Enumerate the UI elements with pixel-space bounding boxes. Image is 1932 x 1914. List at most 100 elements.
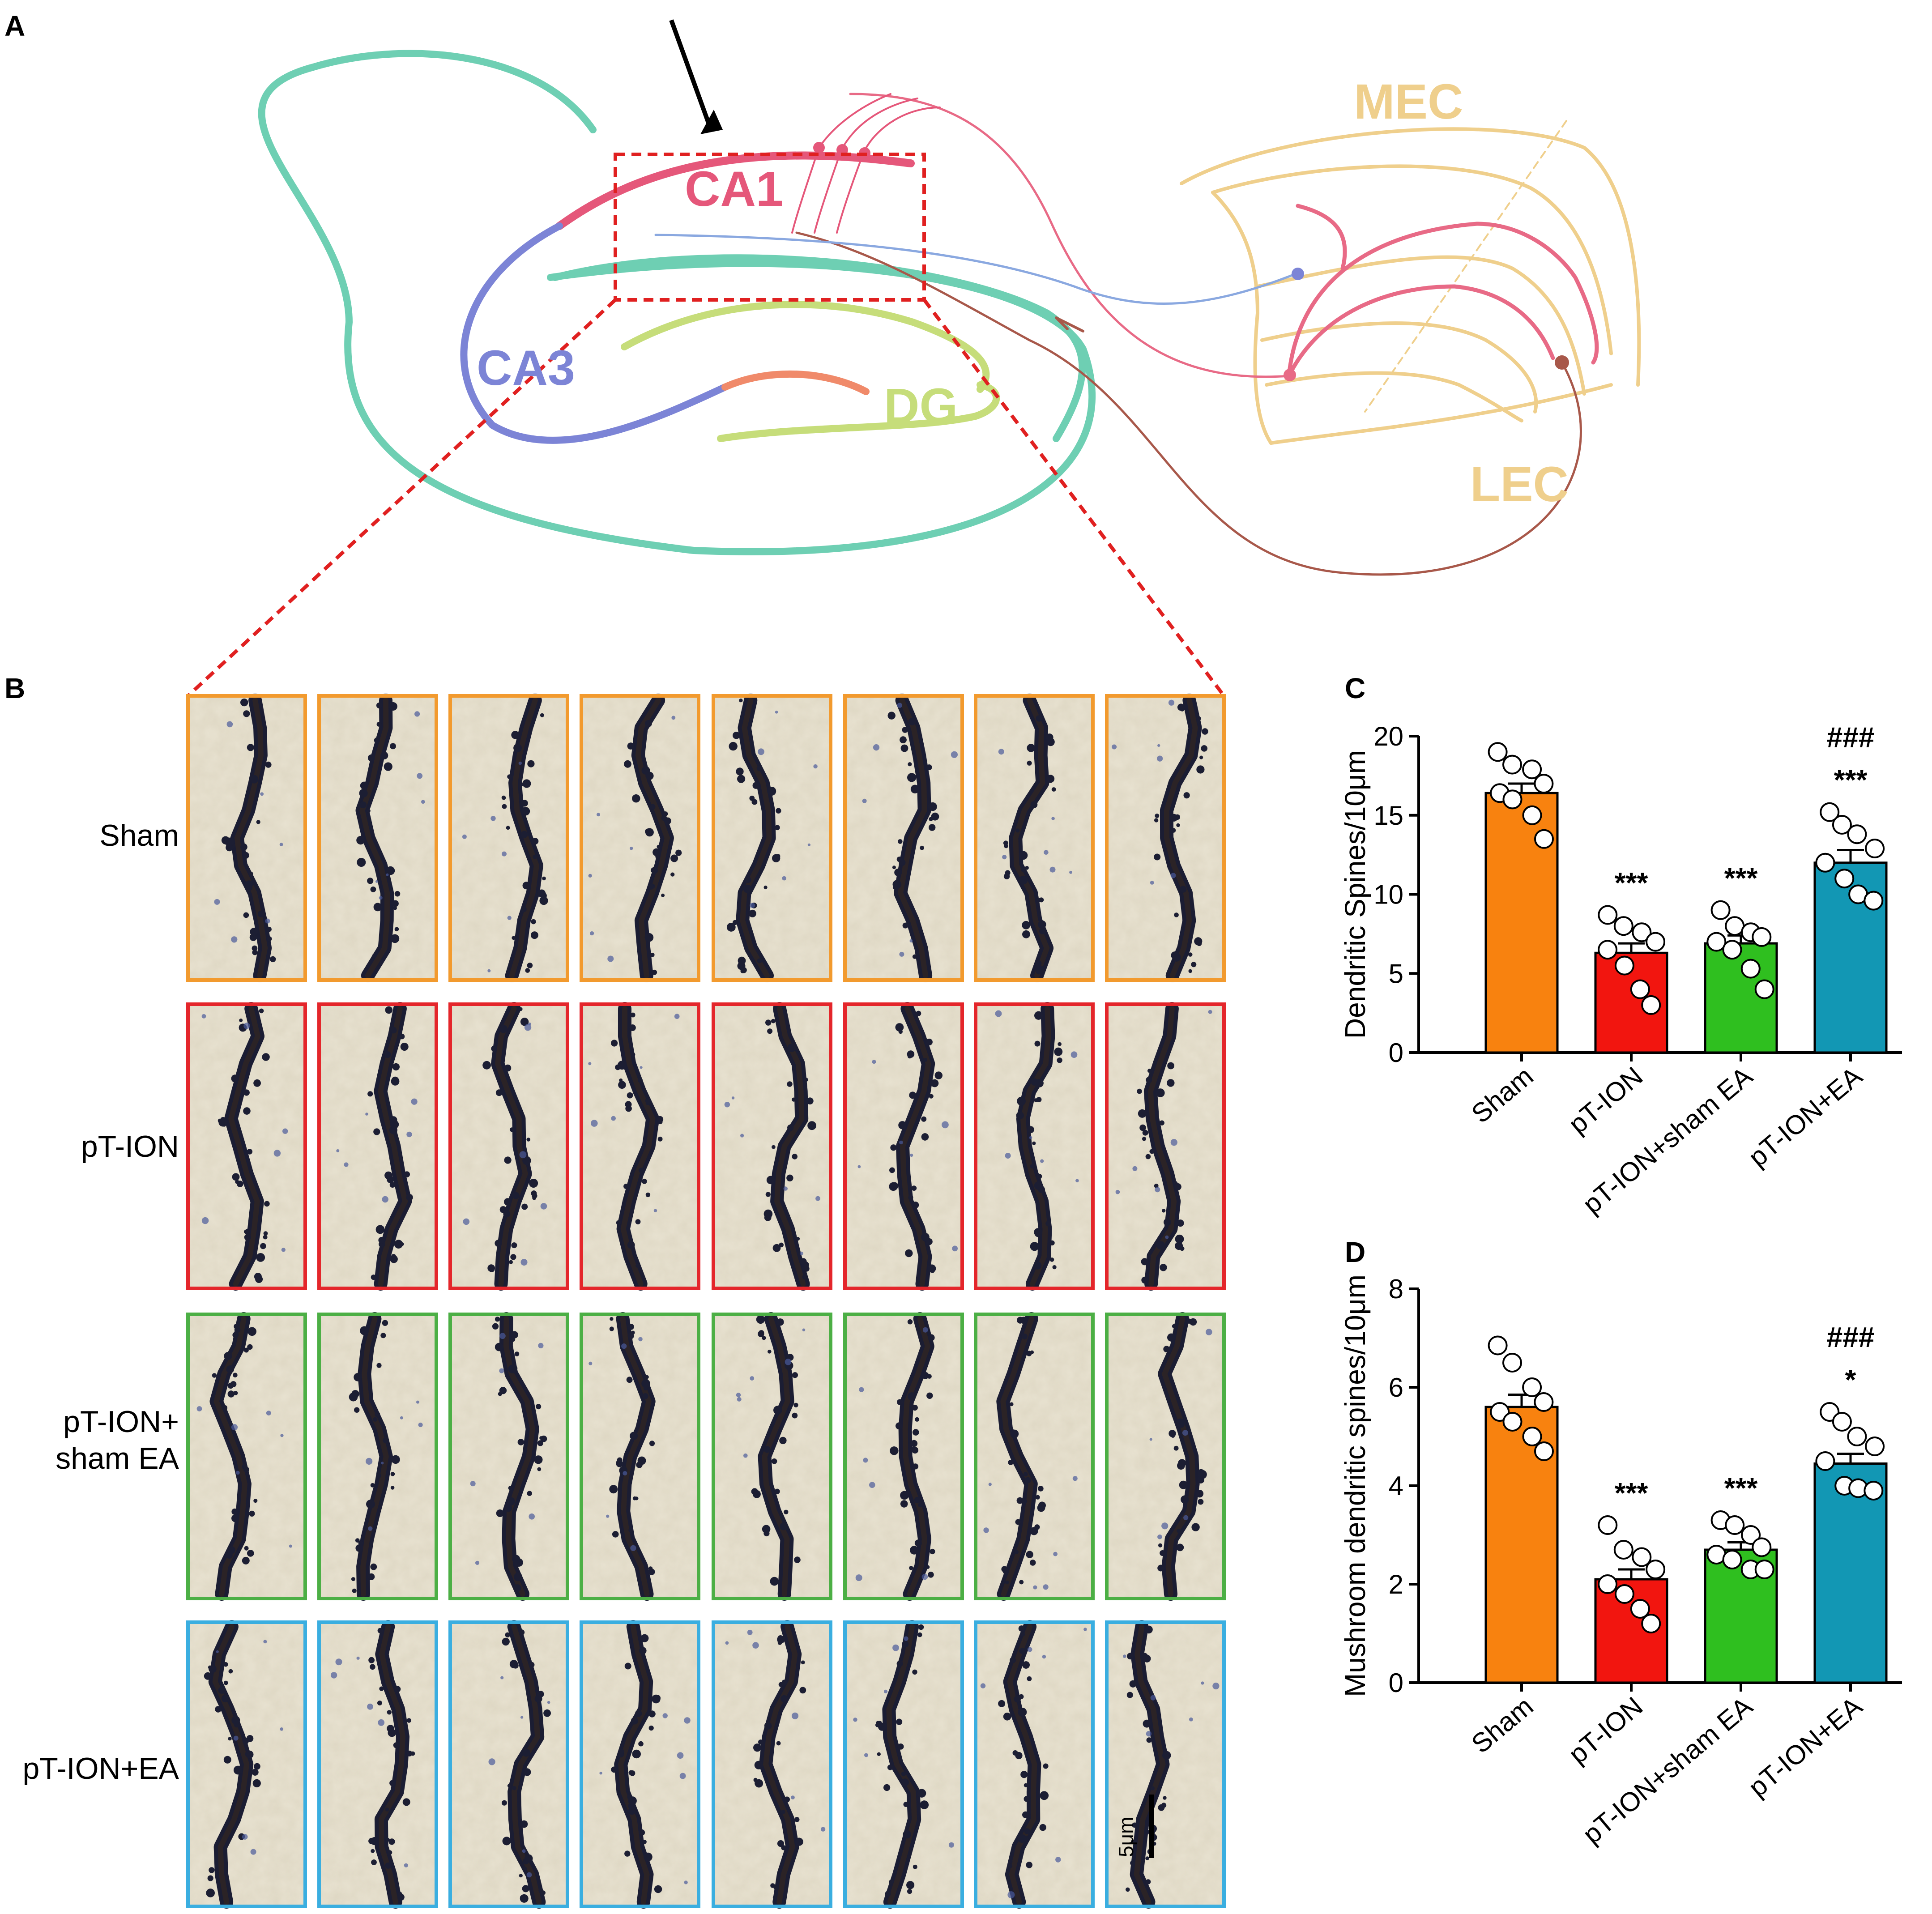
dg-tip-line (721, 370, 870, 395)
entorhinal-cortex-outline (1180, 120, 1641, 445)
micrograph-tile-border (580, 1002, 700, 1290)
y-tick-label: 0 (1389, 1668, 1403, 1698)
micrograph-tile (712, 1620, 832, 1909)
micrograph-tile-border (186, 1002, 307, 1290)
data-point (1522, 1377, 1542, 1397)
panel-letter-b: B (4, 672, 25, 704)
data-point (1740, 959, 1761, 979)
micrograph-row-label: pT-ION+EA (22, 1752, 179, 1786)
data-point (1820, 802, 1840, 822)
data-point (1865, 1437, 1885, 1456)
panel-letter-c: C (1345, 672, 1365, 704)
micrograph-tile-border (186, 1313, 307, 1600)
micrograph-tile-border (974, 694, 1095, 982)
data-point (1832, 815, 1852, 835)
y-tick-label: 5 (1389, 959, 1403, 989)
micrograph-tile-border (974, 1002, 1095, 1290)
hippocampus-diagram (258, 50, 1641, 576)
micrograph-tile (448, 1002, 569, 1291)
micrograph-tile-border (843, 694, 964, 982)
micrograph-tile (186, 1002, 307, 1291)
y-tick-label: 0 (1389, 1038, 1403, 1068)
micrograph-tile-border (1105, 1002, 1226, 1290)
data-point (1630, 1599, 1650, 1619)
data-point (1613, 1540, 1633, 1560)
data-point (1502, 755, 1522, 775)
micrograph-tile (448, 694, 569, 982)
micrograph-tile-border (317, 1002, 438, 1290)
micrograph-tile (712, 694, 832, 982)
micrograph-tile (317, 694, 438, 982)
panel-letter-d: D (1345, 1236, 1365, 1268)
x-category-label: pT-ION+EA (1743, 1061, 1868, 1173)
ca1-dendrite-arbors (791, 93, 941, 234)
fiber-direction-arrow (1055, 316, 1084, 332)
data-point (1502, 789, 1523, 810)
data-point (1488, 742, 1508, 762)
data-point (1614, 1584, 1634, 1604)
micrograph-tile (580, 1620, 700, 1909)
data-point (1741, 1525, 1761, 1545)
micrograph-tile-border (712, 1620, 832, 1908)
micrograph-tile (186, 1312, 307, 1601)
x-category-label: pT-ION (1563, 1691, 1648, 1770)
micrograph-tile (974, 1312, 1095, 1601)
data-point (1534, 829, 1554, 849)
perforant-path-fiber-lec (795, 231, 1582, 576)
x-category-label: pT-ION+EA (1743, 1691, 1868, 1803)
micrograph-tile-border (317, 1620, 438, 1908)
data-point (1502, 1353, 1522, 1373)
data-point (1598, 905, 1618, 925)
perforant-path-fiber-mec (849, 93, 1290, 378)
micrograph-tile-border (1105, 694, 1226, 982)
label-dg: DG (884, 379, 958, 434)
panel-letter-a: A (4, 10, 25, 42)
ca3-region-line (460, 222, 729, 444)
micrograph-tile-border (580, 1313, 700, 1600)
schaffer-collateral-fiber (654, 234, 1299, 305)
micrograph-tile (1105, 1620, 1226, 1909)
significance-marker: ### (1827, 1321, 1875, 1353)
data-point (1598, 1574, 1618, 1594)
micrograph-tile-border (317, 694, 438, 982)
data-point (1522, 805, 1542, 825)
significance-marker: *** (1724, 862, 1758, 894)
ec-neuron-soma-blue (1292, 268, 1304, 280)
data-point (1646, 932, 1666, 952)
micrograph-tile-border (974, 1620, 1095, 1908)
data-point (1832, 1412, 1852, 1432)
data-point (1522, 759, 1542, 780)
micrograph-tile (1105, 1002, 1226, 1291)
data-point (1815, 853, 1835, 873)
ca1-region-line (555, 151, 915, 230)
micrograph-tile-border (712, 1313, 832, 1600)
micrograph-tile (186, 1620, 307, 1909)
y-axis-title: Dendritic Spines/10μm (1339, 750, 1371, 1039)
micrograph-tile (974, 1620, 1095, 1909)
data-point (1630, 979, 1650, 999)
micrograph-grid (186, 694, 1226, 1909)
data-point (1632, 922, 1652, 942)
x-category-label: pT-ION (1563, 1061, 1648, 1140)
micrograph-tile-border (186, 694, 307, 982)
micrograph-tile (448, 1620, 569, 1909)
micrograph-tile-border (712, 1002, 832, 1290)
entorhinal-pyramidal-fibers (1287, 204, 1599, 378)
data-point (1614, 955, 1634, 976)
data-point (1752, 1537, 1772, 1557)
data-point (1502, 1412, 1523, 1432)
label-ca3: CA3 (477, 341, 575, 396)
data-point (1864, 1481, 1884, 1501)
data-point (1847, 824, 1867, 844)
micrograph-tile (1105, 694, 1226, 982)
micrograph-tile (186, 694, 307, 982)
data-point (1847, 1427, 1867, 1446)
micrograph-tile (580, 1002, 700, 1291)
micrograph-tile (843, 1620, 964, 1909)
ec-neuron-soma-pink (1284, 369, 1296, 381)
dg-upper-blade (621, 301, 990, 393)
data-point (1706, 932, 1727, 952)
